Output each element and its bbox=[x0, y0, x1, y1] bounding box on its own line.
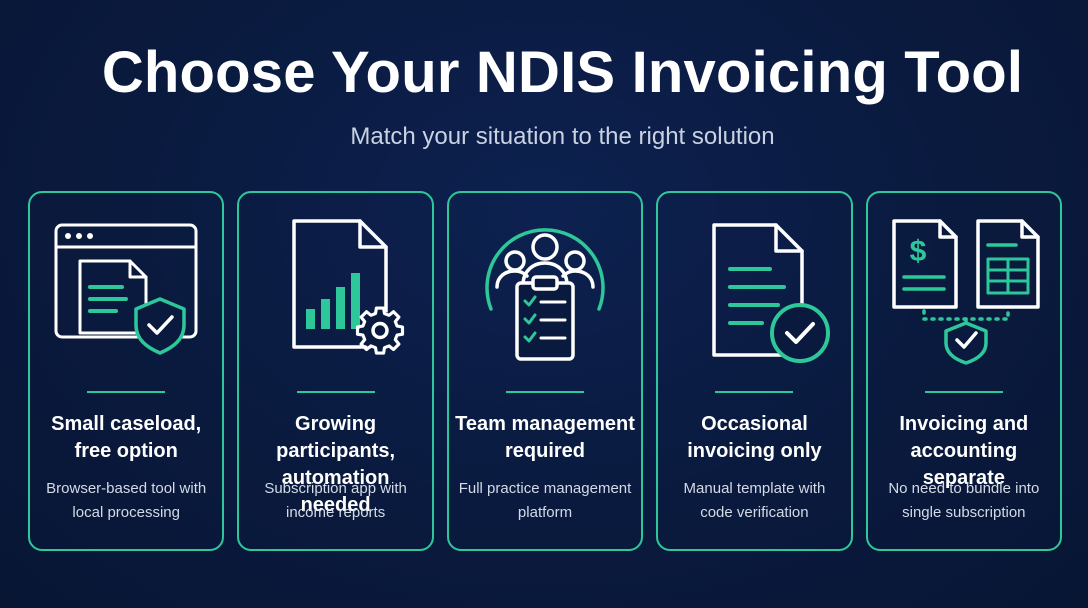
page-title: Choose Your NDIS Invoicing Tool bbox=[101, 40, 1024, 105]
card-description: Browser-based tool with local processing bbox=[46, 480, 207, 521]
document-chart-gear-icon bbox=[256, 215, 416, 365]
card-team-management: Team management required Full practice m… bbox=[446, 191, 644, 551]
card-divider bbox=[715, 391, 794, 393]
card-small-caseload: Small caseload, free option Browser-base… bbox=[28, 191, 225, 551]
team-clipboard-icon bbox=[465, 215, 625, 365]
card-title: Growing participants, automation needed bbox=[276, 413, 396, 516]
card-title: Small caseload, free option bbox=[51, 413, 202, 462]
card-description: Manual template with code verification bbox=[683, 480, 826, 521]
card-title: Invoicing and accounting separate bbox=[899, 413, 1029, 489]
browser-document-shield-icon bbox=[46, 215, 206, 365]
card-divider bbox=[296, 391, 375, 393]
invoice-spreadsheet-shield-icon: $ bbox=[884, 215, 1044, 365]
card-list: Small caseload, free option Browser-base… bbox=[28, 191, 1063, 551]
card-divider bbox=[506, 391, 585, 393]
card-description: No need to bundle into single subscripti… bbox=[888, 480, 1040, 521]
svg-text:$: $ bbox=[909, 235, 926, 268]
card-title: Occasional invoicing only bbox=[687, 413, 822, 462]
card-divider bbox=[87, 391, 166, 393]
card-growing-participants: Growing participants, automation needed … bbox=[237, 191, 434, 551]
card-title: Team management required bbox=[455, 413, 635, 462]
card-description: Full practice management platform bbox=[458, 480, 632, 521]
card-description: Subscription app with income reports bbox=[264, 480, 407, 521]
card-invoicing-accounting: $ Invoicing and accounting separate bbox=[865, 191, 1063, 551]
document-checkmark-icon bbox=[674, 215, 834, 365]
card-divider bbox=[924, 391, 1003, 393]
page-subtitle: Match your situation to the right soluti… bbox=[350, 123, 775, 150]
card-occasional-invoicing: Occasional invoicing only Manual templat… bbox=[656, 191, 853, 551]
